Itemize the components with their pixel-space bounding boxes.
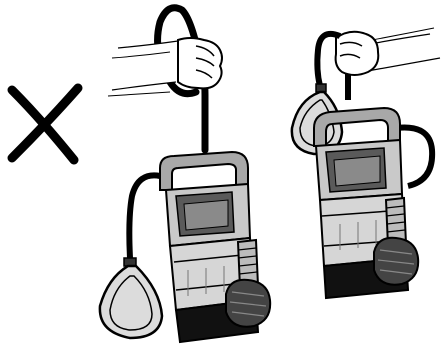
- float-cable-left: [129, 175, 160, 258]
- float-switch-left: [100, 258, 162, 338]
- pump-lifted-by-cable: [100, 8, 270, 342]
- pump-lifted-by-handle: [292, 28, 440, 298]
- hand-left: [108, 38, 222, 96]
- hand-right: [336, 28, 440, 75]
- cross-mark-icon: [12, 88, 78, 160]
